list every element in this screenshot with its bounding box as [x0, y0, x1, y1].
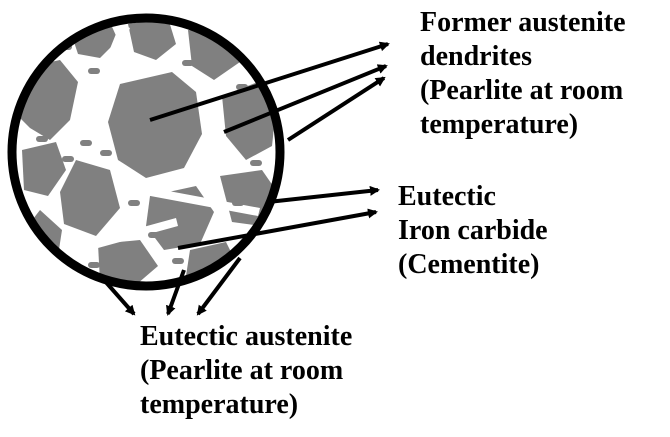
- label-eutectic-cementite-line2: Iron carbide: [398, 214, 548, 248]
- label-former-austenite-line1: Former austenite: [420, 6, 626, 40]
- label-eutectic-austenite-line3: temperature): [140, 388, 352, 422]
- label-eutectic-cementite-line1: Eutectic: [398, 180, 548, 214]
- cementite-streak: [206, 110, 216, 200]
- label-eutectic-cementite-line3: (Cementite): [398, 248, 548, 282]
- label-former-austenite: Former austenite dendrites (Pearlite at …: [420, 6, 626, 142]
- label-eutectic-austenite-line1: Eutectic austenite: [140, 320, 352, 354]
- label-eutectic-cementite: Eutectic Iron carbide (Cementite): [398, 180, 548, 282]
- label-eutectic-austenite-line2: (Pearlite at room: [140, 354, 352, 388]
- label-former-austenite-line2: dendrites: [420, 40, 626, 74]
- label-former-austenite-line4: temperature): [420, 108, 626, 142]
- label-eutectic-austenite: Eutectic austenite (Pearlite at room tem…: [140, 320, 352, 422]
- label-former-austenite-line3: (Pearlite at room: [420, 74, 626, 108]
